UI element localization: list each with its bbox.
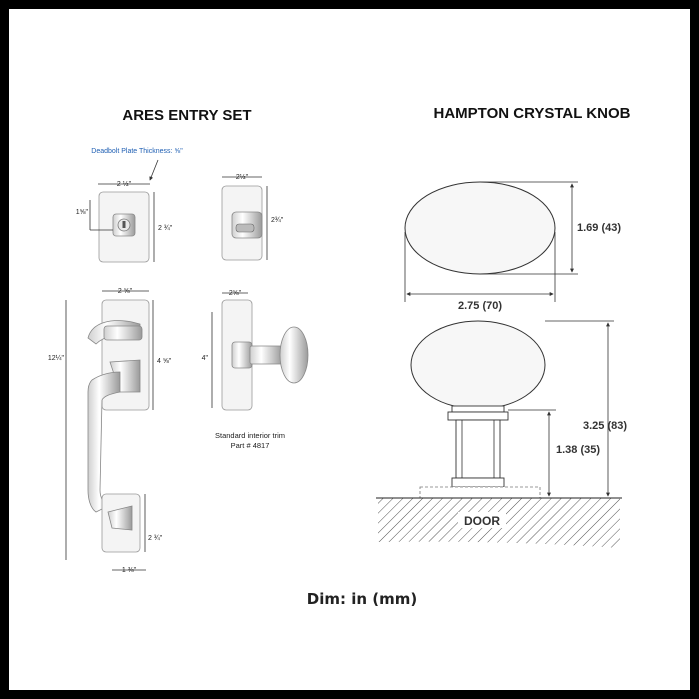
door-section: DOOR xyxy=(376,497,622,548)
knob-top-view: 1.69 (43) 2.75 (70) xyxy=(404,181,621,312)
deadbolt-drawing: Deadbolt Plate Thickness: ⅝" 2 ½" 1⅝" 2 … xyxy=(76,148,183,263)
knob-width-label: 2.75 (70) xyxy=(458,300,502,312)
deadbolt-key-slot xyxy=(122,221,126,228)
handle-thumb-housing xyxy=(103,325,143,341)
knob-side-view: 3.25 (83) 1.38 (35) xyxy=(410,320,627,499)
trim-spindle xyxy=(249,345,283,365)
handle-grip xyxy=(87,371,121,513)
knob-top-ellipse xyxy=(404,181,556,275)
knob-collar-top xyxy=(451,405,505,413)
deadbolt-note-leader xyxy=(149,159,159,181)
trim-width-label: 2⅝" xyxy=(229,290,242,297)
trim-caption-line1: Standard interior trim xyxy=(215,431,285,440)
handle-drawing: 2 ⅝" 12¼" 4 ⅝" 2 ¾" 1 ⅜" xyxy=(48,288,172,574)
knob-side-ellipse xyxy=(410,320,546,410)
handle-plate-width-label: 2 ⅝" xyxy=(118,288,133,295)
deadbolt-left-label: 1⅝" xyxy=(76,209,89,216)
knob-collar xyxy=(447,411,509,421)
deadbolt-height-label: 2 ¾" xyxy=(158,225,173,232)
neck-height-label: 1.38 (35) xyxy=(556,444,600,456)
handle-plate-height-label: 4 ⅝" xyxy=(157,358,172,365)
interior-width-label: 2½" xyxy=(236,173,249,181)
door-label: DOOR xyxy=(464,514,500,528)
handle-total-height-label: 12¼" xyxy=(48,355,65,362)
knob-rose-outline xyxy=(419,486,541,499)
deadbolt-width-label: 2 ½" xyxy=(117,180,132,188)
interior-thumb-turn xyxy=(235,223,255,233)
hardware-diagram: ARES ENTRY SET HAMPTON CRYSTAL KNOB Dead… xyxy=(48,105,631,608)
total-height-label: 3.25 (83) xyxy=(583,420,627,432)
trim-height-label: 4" xyxy=(202,355,209,362)
trim-caption-line2: Part # 4817 xyxy=(231,441,270,450)
handle-bottom-height-label: 2 ¾" xyxy=(148,535,163,542)
knob-height-label: 1.69 (43) xyxy=(577,222,621,234)
interior-turn-drawing: 2½" 2¾" xyxy=(221,173,284,261)
trim-rose xyxy=(231,341,253,369)
dimension-units-note: Dim: in (mm) xyxy=(307,590,417,608)
interior-height-label: 2¾" xyxy=(271,217,284,224)
handle-bottom-mount xyxy=(107,505,133,531)
interior-trim-drawing: 2⅝" 4" Standard interior trim Part # 481… xyxy=(202,290,309,450)
knob-base xyxy=(451,477,505,488)
door-label-bg xyxy=(458,512,506,528)
diagram-frame: ARES ENTRY SET HAMPTON CRYSTAL KNOB Dead… xyxy=(9,9,690,690)
hampton-title: HAMPTON CRYSTAL KNOB xyxy=(434,105,631,122)
trim-knob xyxy=(279,326,309,384)
handle-bottom-width-label: 1 ⅜" xyxy=(122,567,137,574)
ares-title: ARES ENTRY SET xyxy=(122,107,251,124)
knob-neck xyxy=(455,419,501,479)
deadbolt-thickness-note: Deadbolt Plate Thickness: ⅝" xyxy=(91,148,183,155)
